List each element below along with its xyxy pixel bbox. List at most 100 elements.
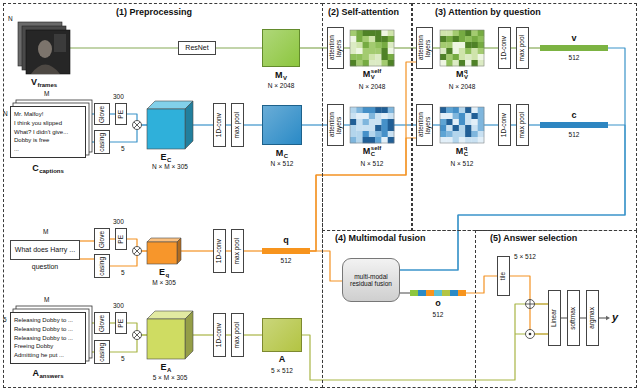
layer-box: PE <box>115 228 127 250</box>
heatmap-cell <box>388 137 395 143</box>
index-stack: C <box>167 151 171 163</box>
box-label: attention layers <box>329 106 343 144</box>
heatmap-cell <box>356 113 363 119</box>
heatmap-cell <box>465 107 472 113</box>
feature-vector: q512 <box>262 248 310 254</box>
connector-line <box>400 292 410 293</box>
connector-line <box>529 47 540 48</box>
math-label: Eq <box>159 266 169 278</box>
section-panel: (3) Attention by questionattention layer… <box>412 3 637 231</box>
heatmap-cell <box>363 131 370 137</box>
index-spacer <box>283 69 287 75</box>
embedding-tensor: ECN × M × 305 <box>147 101 193 149</box>
heatmap-cell <box>478 42 485 48</box>
box-label: Glove <box>99 231 106 248</box>
heatmap-cell <box>453 48 460 54</box>
index-spacer <box>284 147 288 153</box>
section-heading: (1) Preprocessing <box>116 8 192 18</box>
heatmap-cell <box>388 119 395 125</box>
card-line: What? I didn't give... <box>14 128 68 137</box>
subscript: A <box>167 367 171 373</box>
subscript: V <box>283 75 287 81</box>
subscript: V <box>464 74 468 80</box>
attention-map: MselfVN × 2048 <box>350 30 394 66</box>
multiply-symbol <box>133 331 142 340</box>
heatmap-cell <box>375 125 382 131</box>
superscript: self <box>371 68 381 74</box>
heatmap-cell <box>381 54 388 60</box>
heatmap-cell <box>471 42 478 48</box>
layer-box: attention layers <box>416 27 433 69</box>
heatmap-cell <box>363 107 370 113</box>
heatmap-cell <box>388 48 395 54</box>
heatmap-cell <box>446 107 453 113</box>
heatmap-cell <box>356 30 363 36</box>
symbol-base: M <box>456 147 464 156</box>
cube-side-face <box>185 101 193 149</box>
cube-figure <box>147 311 193 359</box>
layer-box: 1D-conv <box>213 313 226 357</box>
box-label: Linear <box>551 309 558 327</box>
connector-line <box>244 124 262 125</box>
heatmap-cell <box>381 107 388 113</box>
math-label: MV <box>275 69 287 81</box>
heatmap-cell <box>471 131 478 137</box>
heatmap-cell <box>453 125 460 131</box>
heatmap-cell <box>471 137 478 143</box>
heatmap-cell <box>471 113 478 119</box>
dimension-label: M × 305 <box>152 279 176 286</box>
attention-map: MselfCN × 512 <box>350 107 394 143</box>
heatmap-cell <box>471 30 478 36</box>
superscript: q <box>464 145 468 151</box>
heatmap-cell <box>363 137 370 143</box>
dimension-label: M <box>43 228 48 235</box>
section-heading: (4) Multimodal fusion <box>335 234 426 244</box>
index-stack: captions <box>39 162 64 174</box>
heatmap-cell <box>356 60 363 66</box>
text-card: Mr. Malfoy!I think you slippedWhat? I di… <box>10 106 86 158</box>
heatmap-cell <box>465 131 472 137</box>
feature-vector: c512 <box>540 122 608 128</box>
heatmap-cell <box>478 30 485 36</box>
multiply-symbol <box>133 247 142 256</box>
dimension-label: N × M × 305 <box>152 163 188 170</box>
box-label: Glove <box>99 315 106 332</box>
box-label: 1D-conv <box>216 113 223 137</box>
index-spacer <box>165 266 169 272</box>
connector-line <box>344 124 350 125</box>
layer-box: 1D-conv <box>213 229 226 273</box>
connector-line <box>244 334 262 335</box>
heatmap-cell <box>350 36 357 42</box>
heatmap-cell <box>465 48 472 54</box>
heatmap-cell <box>446 113 453 119</box>
symbol-base: E <box>161 363 167 372</box>
connector-line <box>80 240 94 241</box>
heatmap-cell <box>375 42 382 48</box>
box-label: argmax <box>589 307 596 329</box>
heatmap-cell <box>459 60 466 66</box>
heatmap-cell <box>465 137 472 143</box>
connector-line <box>216 47 262 48</box>
heatmap-cell <box>478 36 485 42</box>
heatmap-cell <box>375 137 382 143</box>
heatmap-cell <box>478 60 485 66</box>
connector-line <box>193 124 213 125</box>
heatmap-cell <box>369 48 376 54</box>
frame-background <box>54 34 66 52</box>
math-label: MselfV <box>363 68 381 80</box>
layer-box: 1D-conv <box>498 27 511 69</box>
heatmap-cell <box>478 48 485 54</box>
feature-block: MVN × 2048 <box>262 29 300 67</box>
heatmap-cell <box>446 36 453 42</box>
box-label: max pool <box>234 322 241 348</box>
box-label: What does Harry ... <box>15 246 75 254</box>
heatmap-cell <box>356 125 363 131</box>
connector-line <box>400 125 625 270</box>
heatmap-cell <box>459 137 466 143</box>
add-symbol <box>526 300 535 309</box>
index-spacer <box>39 162 64 168</box>
heatmap-cell <box>459 36 466 42</box>
heatmap-cell <box>363 113 370 119</box>
heatmap-cell <box>453 107 460 113</box>
layer-box: Glove <box>94 103 110 125</box>
